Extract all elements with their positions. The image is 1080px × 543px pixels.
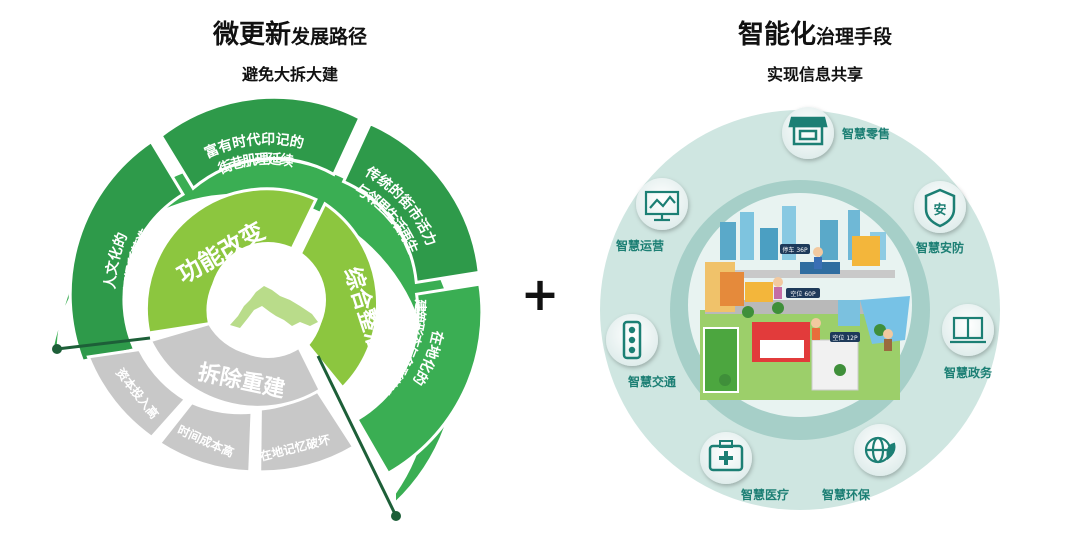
city-sign-1: 停车 36P (782, 246, 808, 254)
plus-sign: + (521, 267, 560, 321)
left-title-suffix: 发展路径 (291, 26, 368, 48)
storefront-icon (788, 116, 828, 146)
medical-kit-icon (708, 440, 744, 472)
node-label-environment: 智慧环保 (821, 487, 871, 502)
city-illustration: 停车 36P 空位 60P 空位 12P (700, 206, 910, 400)
pointer-line-right (316, 355, 398, 517)
segment-vitality (341, 121, 481, 285)
node-operation: 智慧运营 (615, 178, 688, 253)
right-title-block: 智能化治理手段 实现信息共享 (715, 14, 915, 85)
pointer-dot-left (52, 344, 62, 354)
segment-capital (86, 347, 188, 440)
shield-icon: 安 (924, 188, 956, 228)
document-icon (950, 316, 986, 344)
right-title-suffix: 治理手段 (816, 26, 893, 48)
left-subtitle: 避免大拆大建 (241, 65, 338, 84)
left-title-main: 微更新 (212, 20, 291, 50)
traffic-light-icon (622, 320, 642, 360)
node-label-traffic: 智慧交通 (627, 374, 676, 389)
map-silhouette (230, 286, 318, 328)
monitor-chart-icon (644, 190, 680, 222)
city-sign-2: 空位 60P (790, 290, 816, 298)
node-label-security: 智慧安防 (915, 240, 964, 255)
node-retail: 智慧零售 (782, 107, 890, 159)
segment-texture (159, 95, 362, 191)
right-subtitle: 实现信息共享 (766, 65, 863, 84)
node-environment: 智慧环保 (821, 424, 906, 502)
node-label-retail: 智慧零售 (841, 126, 890, 141)
segment-time (157, 400, 254, 474)
node-label-government: 智慧政务 (943, 365, 993, 380)
globe-icon (864, 436, 896, 464)
node-security: 安 智慧安防 (914, 181, 966, 255)
node-label-medical: 智慧医疗 (740, 487, 789, 502)
pointer-line-left (56, 336, 151, 351)
left-diagram: 人文化的 空间场所营造 富有时代印记的 街巷肌理延续 传统的街市活力 与邻里生活… (51, 95, 484, 521)
pointer-dot-right (391, 511, 401, 521)
svg-text:安: 安 (933, 202, 946, 218)
right-title-main: 智能化 (737, 20, 816, 50)
node-label-operation: 智慧运营 (615, 238, 664, 253)
node-medical: 智慧医疗 (700, 432, 789, 502)
right-diagram: 停车 36P 空位 60P 空位 12P 智慧零售 安 智慧安防 (600, 107, 1000, 510)
node-traffic: 智慧交通 (606, 314, 676, 389)
core-demolish (148, 321, 323, 409)
node-government: 智慧政务 (942, 304, 994, 380)
segment-culture (68, 139, 186, 363)
left-title-block: 微更新发展路径 避免大拆大建 (190, 14, 390, 85)
segment-local (355, 282, 484, 476)
city-sign-3: 空位 12P (832, 334, 858, 342)
